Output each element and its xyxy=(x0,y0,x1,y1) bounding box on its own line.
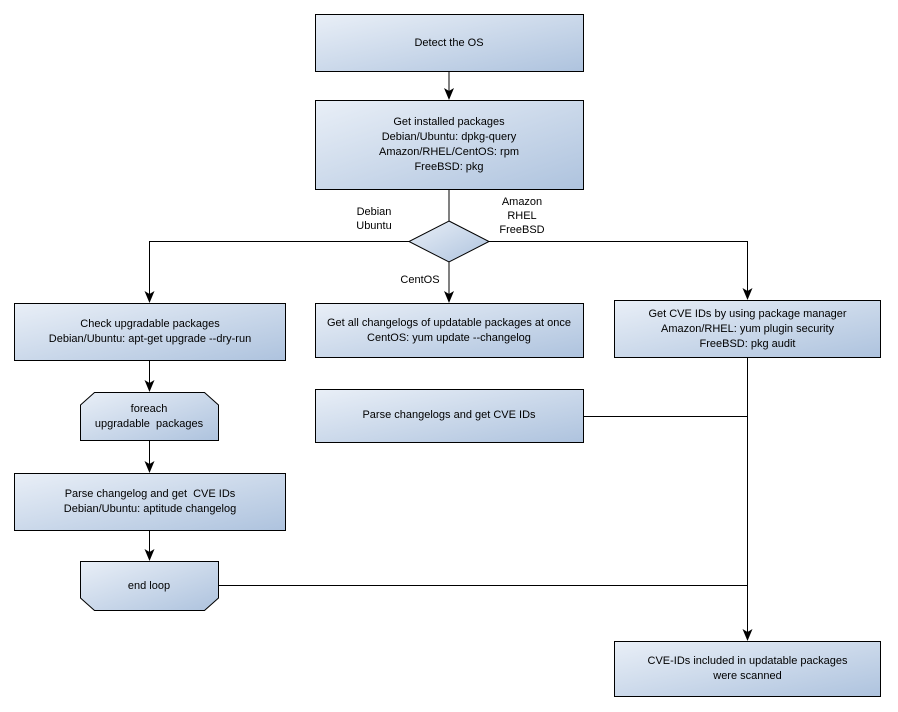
node-parse-changelogs-shape xyxy=(315,389,584,443)
connector-foreach-to-parse-changelog xyxy=(144,441,155,473)
node-foreach-loop-start-shape xyxy=(80,392,219,441)
node-get-cve-ids-shape xyxy=(614,300,881,358)
connector-decision-to-get-all-changelogs xyxy=(444,262,454,303)
node-get-installed-packages-shape xyxy=(315,100,584,190)
node-scan-result-shape xyxy=(614,641,881,697)
connector-get-cve-ids-to-result xyxy=(742,358,753,641)
node-layer xyxy=(14,14,881,697)
node-get-all-changelogs-shape xyxy=(315,303,584,358)
node-parse-changelog-shape xyxy=(14,473,286,531)
node-end-loop-shape xyxy=(80,561,219,611)
node-detect-os-shape xyxy=(315,14,584,72)
node-check-upgradable-shape xyxy=(14,303,286,361)
connector-detect-to-installed xyxy=(444,72,454,100)
connector-parse-changelog-to-end-loop xyxy=(144,531,155,561)
node-os-decision-diamond xyxy=(407,220,491,263)
connector-check-to-foreach xyxy=(144,361,155,392)
connector-layer xyxy=(144,72,753,641)
connector-decision-to-get-cve-ids xyxy=(489,241,753,300)
connector-decision-to-check-upgradable xyxy=(144,241,409,303)
